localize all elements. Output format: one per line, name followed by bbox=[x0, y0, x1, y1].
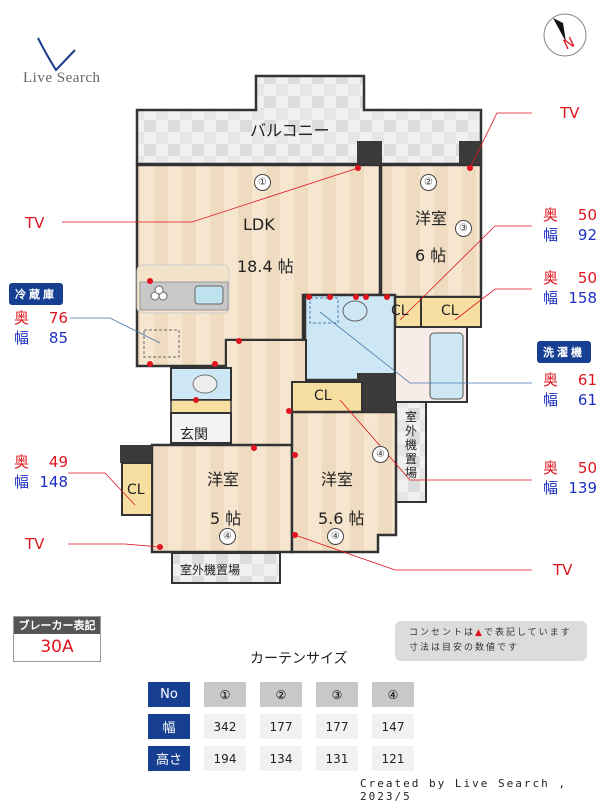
tv-label: TV bbox=[553, 561, 573, 579]
width-key: 幅 bbox=[543, 289, 559, 307]
tv-label: TV bbox=[25, 214, 45, 232]
breaker-label: ブレーカー表記 bbox=[14, 617, 100, 634]
breaker-box: ブレーカー表記 30A bbox=[13, 616, 101, 662]
window-marker-4: ④ bbox=[327, 528, 344, 545]
outlet-note: コンセントは▲で表記しています 寸法は目安の数値です bbox=[395, 621, 587, 661]
room-ldk-name: LDK bbox=[243, 215, 275, 234]
fridge-dimensions: 奥 76 幅 85 bbox=[14, 308, 68, 348]
balcony-label: バルコニー bbox=[250, 121, 330, 140]
fridge-badge: 冷蔵庫 bbox=[9, 283, 63, 305]
closet-label: CL bbox=[127, 482, 145, 498]
col-no: ① bbox=[204, 682, 246, 707]
closet-width: 139 bbox=[568, 479, 597, 497]
curtain-size-title: カーテンサイズ bbox=[250, 651, 348, 667]
header-height: 高さ bbox=[148, 746, 190, 771]
width-key: 幅 bbox=[14, 473, 30, 491]
room-ldk-size: 18.4 帖 bbox=[237, 257, 294, 276]
cell-height: 134 bbox=[260, 746, 302, 771]
depth-key: 奥 bbox=[14, 309, 30, 327]
window-marker-2: ② bbox=[420, 174, 437, 191]
room-western2-name: 洋室 bbox=[207, 470, 240, 489]
logo-mark-icon bbox=[37, 37, 76, 72]
cell-width: 177 bbox=[316, 714, 358, 739]
depth-key: 奥 bbox=[543, 459, 559, 477]
window-marker-3: ③ bbox=[455, 220, 472, 237]
col-no: ④ bbox=[372, 682, 414, 707]
header-width: 幅 bbox=[148, 714, 190, 739]
floorplan bbox=[62, 74, 532, 584]
depth-key: 奥 bbox=[14, 453, 30, 471]
cell-height: 194 bbox=[204, 746, 246, 771]
table-row: 幅 342 177 177 147 bbox=[148, 714, 414, 739]
width-key: 幅 bbox=[543, 391, 559, 409]
width-key: 幅 bbox=[14, 329, 30, 347]
header-no: No bbox=[148, 682, 190, 707]
outdoor-unit-space-label: 室外機置場 bbox=[180, 563, 241, 577]
table-row: 高さ 194 134 131 121 bbox=[148, 746, 414, 771]
note-line2: 寸法は目安の数値です bbox=[409, 643, 520, 653]
closet-label: CL bbox=[314, 388, 332, 404]
width-key: 幅 bbox=[543, 226, 559, 244]
depth-key: 奥 bbox=[543, 269, 559, 287]
note-line1b: で表記しています bbox=[483, 628, 572, 638]
cell-height: 131 bbox=[316, 746, 358, 771]
curtain-size-table: No ① ② ③ ④ 幅 342 177 177 147 高さ 194 134 … bbox=[134, 675, 428, 778]
closet-depth: 50 bbox=[577, 269, 597, 287]
cell-width: 342 bbox=[204, 714, 246, 739]
depth-key: 奥 bbox=[543, 206, 559, 224]
note-line1a: コンセントは bbox=[409, 628, 476, 638]
col-no: ② bbox=[260, 682, 302, 707]
table-row: No ① ② ③ ④ bbox=[148, 682, 414, 707]
room-western3-size: 5.6 帖 bbox=[318, 509, 365, 528]
closet-mid-dimensions: 奥 50 幅 139 bbox=[543, 458, 597, 498]
closet-width: 158 bbox=[568, 289, 597, 307]
closet-width: 148 bbox=[39, 473, 68, 491]
outlet-marker-icon: ▲ bbox=[475, 628, 484, 638]
fridge-depth: 76 bbox=[48, 309, 68, 327]
window-marker-1: ① bbox=[254, 174, 271, 191]
washer-badge: 洗濯機 bbox=[537, 341, 591, 363]
washer-dimensions: 奥 61 幅 61 bbox=[543, 370, 597, 410]
cell-width: 147 bbox=[372, 714, 414, 739]
closet-label: CL bbox=[391, 303, 409, 319]
tv-label: TV bbox=[560, 104, 580, 122]
cell-width: 177 bbox=[260, 714, 302, 739]
window-marker-4: ④ bbox=[372, 446, 389, 463]
credit-text: Created by Live Search , 2023/5 bbox=[360, 777, 567, 803]
breaker-value: 30A bbox=[40, 637, 74, 657]
washer-depth: 61 bbox=[577, 371, 597, 389]
logo-text: Live Search bbox=[23, 70, 101, 86]
cell-height: 121 bbox=[372, 746, 414, 771]
closet-top2-dimensions: 奥 50 幅 158 bbox=[543, 268, 597, 308]
entrance-label: 玄関 bbox=[180, 427, 208, 443]
window-marker-4: ④ bbox=[219, 528, 236, 545]
closet-depth: 49 bbox=[48, 453, 68, 471]
col-no: ③ bbox=[316, 682, 358, 707]
closet-depth: 50 bbox=[577, 459, 597, 477]
compass: N bbox=[542, 12, 588, 58]
room-western3-name: 洋室 bbox=[321, 470, 354, 489]
outdoor-unit-space-vertical-label: 室外機置場 bbox=[404, 410, 417, 480]
closet-left-dimensions: 奥 49 幅 148 bbox=[14, 452, 68, 492]
room-western1-name: 洋室 bbox=[415, 209, 448, 228]
depth-key: 奥 bbox=[543, 371, 559, 389]
room-western2-size: 5 帖 bbox=[210, 509, 242, 528]
washer-width: 61 bbox=[577, 391, 597, 409]
closet-label: CL bbox=[441, 303, 459, 319]
room-western1-size: 6 帖 bbox=[415, 246, 447, 265]
closet-depth: 50 bbox=[577, 206, 597, 224]
width-key: 幅 bbox=[543, 479, 559, 497]
closet-top1-dimensions: 奥 50 幅 92 bbox=[543, 205, 597, 245]
tv-label: TV bbox=[25, 535, 45, 553]
fridge-width: 85 bbox=[48, 329, 68, 347]
closet-width: 92 bbox=[577, 226, 597, 244]
compass-icon bbox=[543, 13, 587, 57]
